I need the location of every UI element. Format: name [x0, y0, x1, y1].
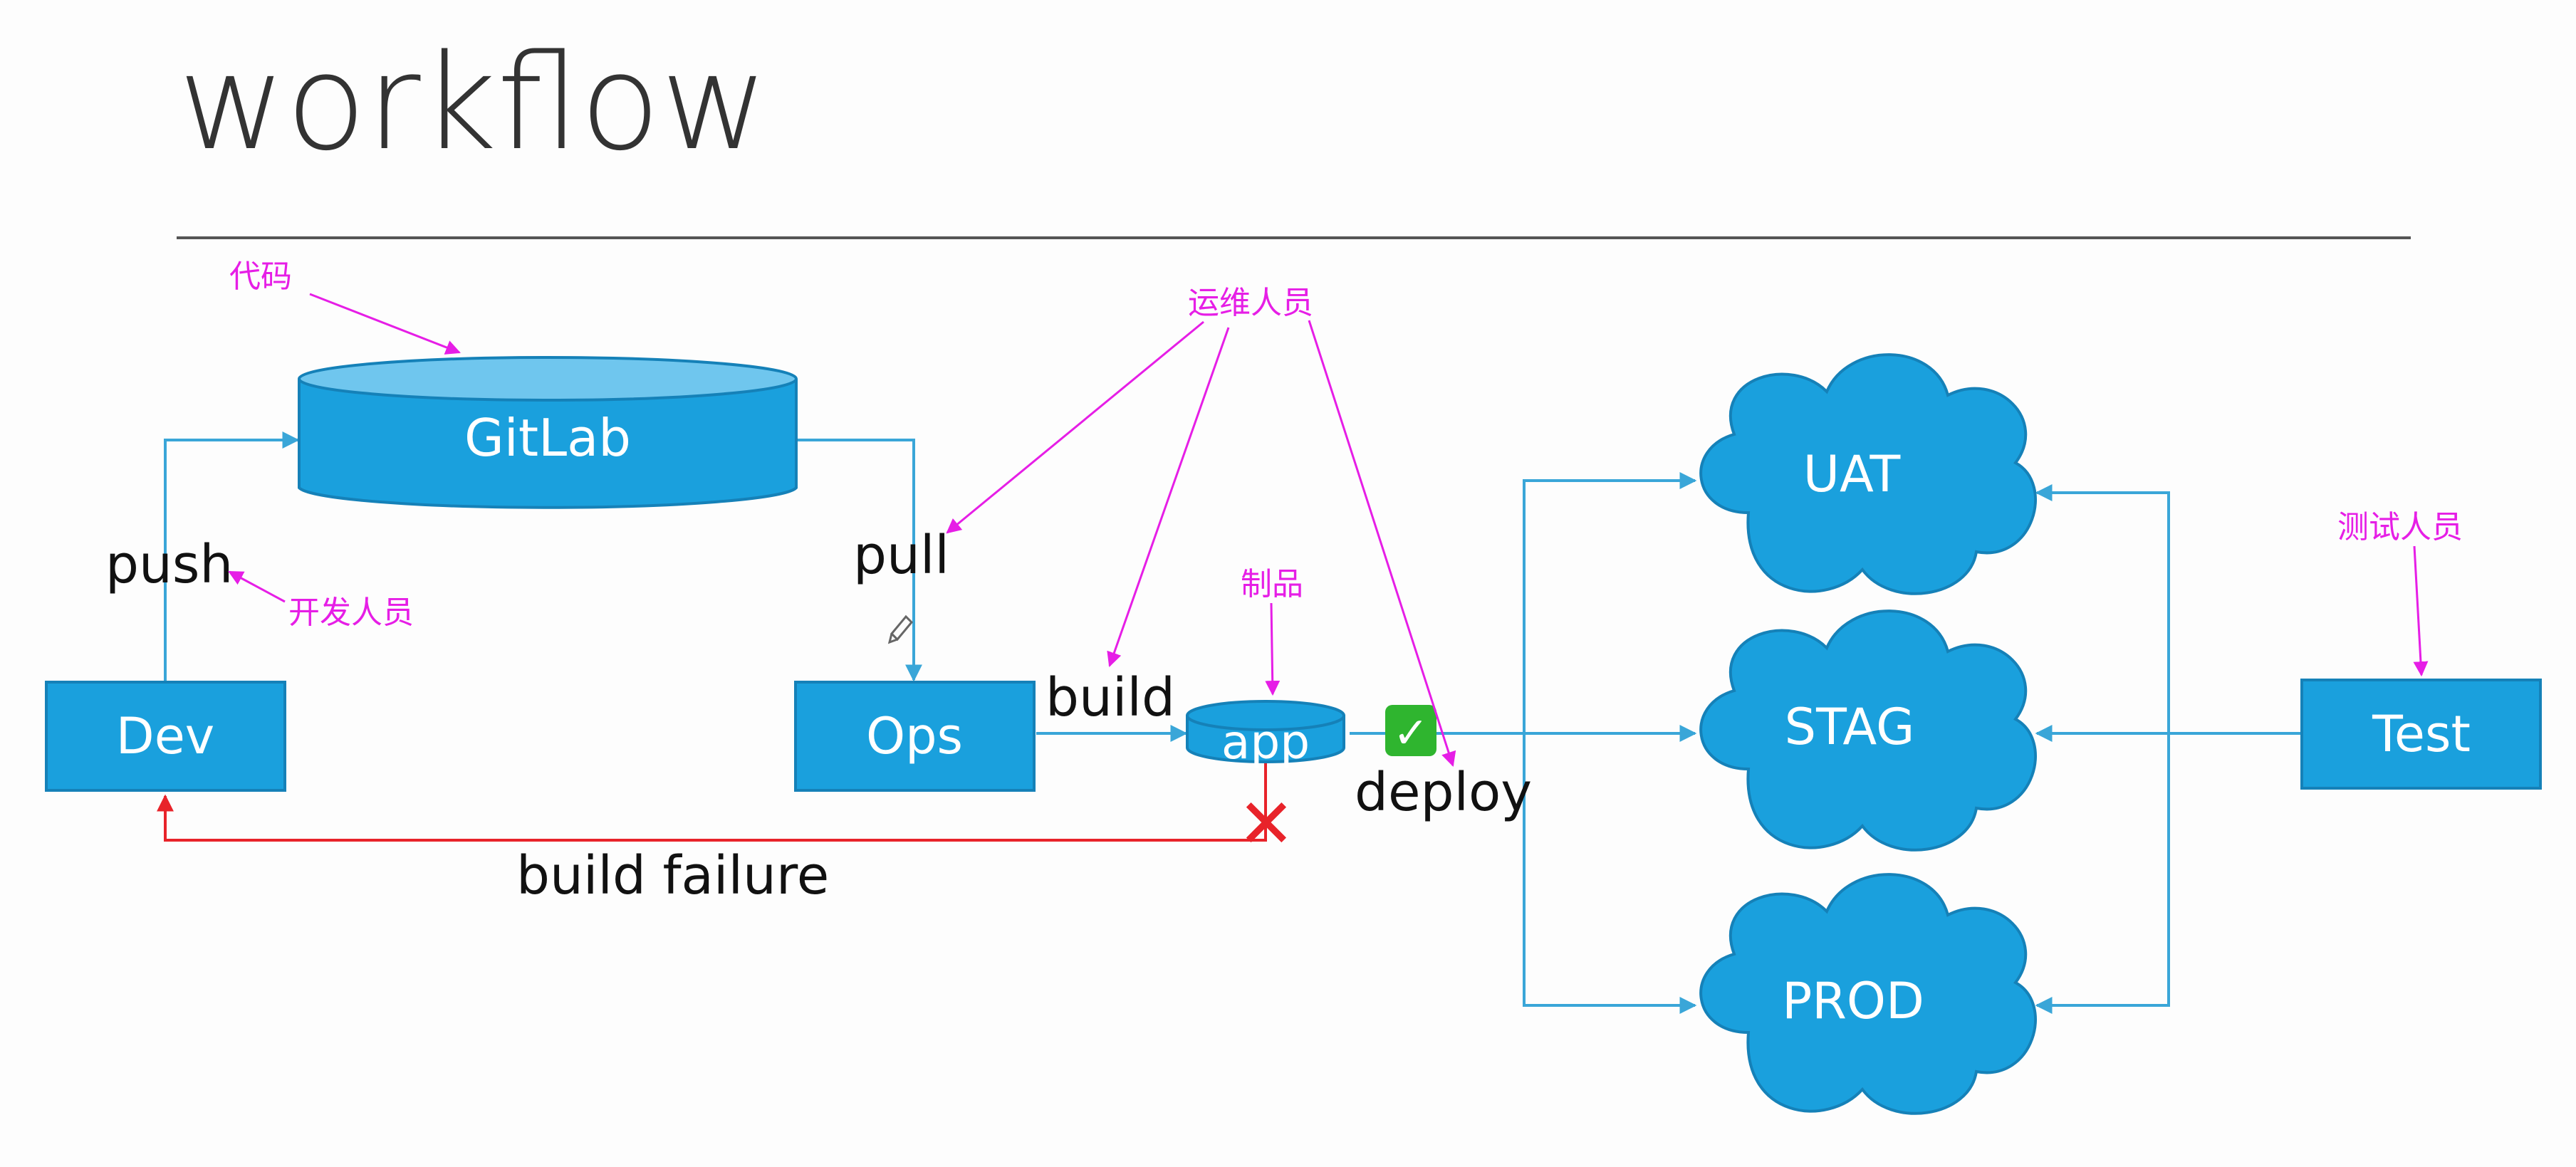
stag-environment: STAG: [1699, 609, 2038, 852]
tester-annotation-arrow: [2413, 545, 2429, 677]
build-failure-label: build failure: [516, 845, 829, 906]
success-mark: ✓: [1393, 708, 1429, 758]
test-uat-connector: [2035, 484, 2170, 733]
artifact-annotation-arrow: [1265, 602, 1281, 696]
pull-connector: [796, 439, 922, 682]
developer-annotation: 开发人员: [288, 595, 414, 631]
prod-label: PROD: [1782, 972, 1924, 1030]
deploy-uat-connector: [1523, 472, 1697, 733]
prod-environment: PROD: [1699, 873, 2038, 1115]
deploy-prod-connector: [1523, 733, 1697, 1014]
gitlab-label: GitLab: [464, 408, 631, 468]
app-artifact: app: [1186, 700, 1345, 770]
stag-label: STAG: [1785, 698, 1915, 756]
test-node: Test: [2300, 679, 2542, 790]
gitlab-repository: GitLab: [298, 356, 798, 509]
build-failure-connector: [157, 762, 1267, 842]
app-label: app: [1221, 715, 1310, 770]
artifact-annotation: 制品: [1241, 566, 1303, 602]
connectors: [164, 431, 2300, 1014]
code-annotation: 代码: [229, 258, 292, 295]
build-label: build: [1045, 667, 1175, 728]
dev-label: Dev: [116, 707, 214, 765]
tester-annotation: 测试人员: [2337, 509, 2463, 545]
page-title: workflow: [178, 26, 768, 179]
push-connector: [164, 431, 300, 682]
push-label: push: [105, 534, 233, 595]
test-label: Test: [2372, 705, 2471, 763]
pencil-icon: [887, 614, 914, 644]
ops-label: Ops: [866, 707, 963, 765]
annotations: 代码 开发人员 运维人员 制品 测试人员: [228, 258, 2463, 767]
uat-environment: UAT: [1699, 353, 2038, 595]
test-prod-connector: [2035, 733, 2170, 1014]
uat-label: UAT: [1803, 445, 1901, 503]
failure-cross-icon: ✕: [1238, 784, 1295, 864]
ops-staff-arrow-pull: [946, 320, 1204, 534]
success-check-icon: ✓: [1385, 705, 1436, 758]
ops-staff-annotation: 运维人员: [1188, 285, 1313, 321]
dev-node: Dev: [45, 681, 286, 792]
code-annotation-arrow: [309, 293, 461, 355]
ops-staff-arrow-build: [1107, 327, 1230, 667]
pull-label: pull: [853, 525, 949, 586]
ops-node: Ops: [794, 681, 1036, 792]
deploy-label: deploy: [1355, 762, 1532, 823]
ops-staff-arrow-deploy: [1308, 320, 1456, 767]
developer-annotation-arrow: [228, 570, 286, 603]
